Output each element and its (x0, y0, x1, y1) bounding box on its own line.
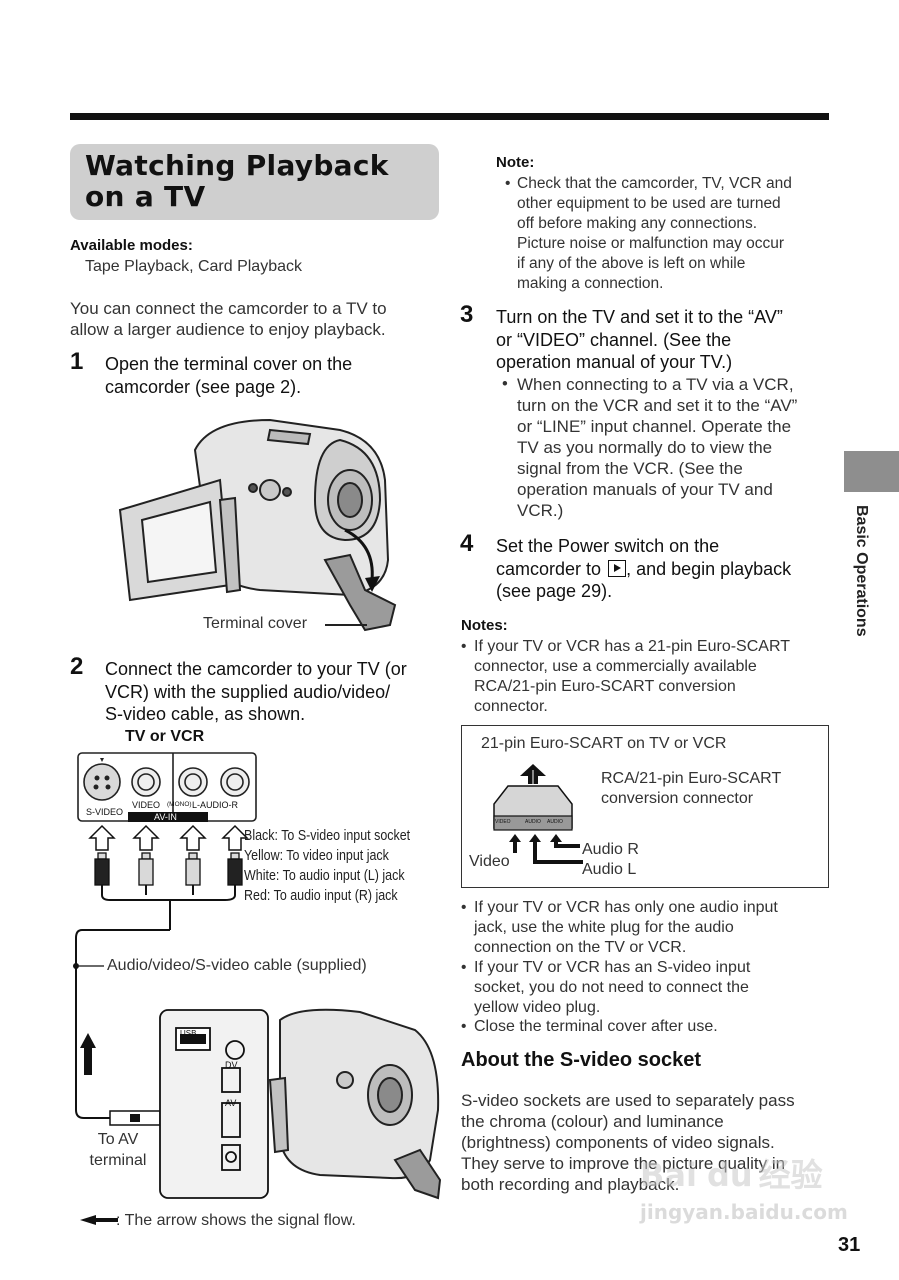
top-rule (70, 113, 829, 120)
page-number: 31 (838, 1234, 861, 1256)
video-label: VIDEO (132, 800, 161, 810)
scart-plate-video: VIDEO (495, 819, 511, 825)
dv-label: DV (225, 1060, 238, 1070)
scart-conv-label: RCA/21-pin Euro-SCART conversion connect… (601, 770, 782, 807)
terminal-cover-caption: Terminal cover (203, 615, 308, 632)
av-in-label: AV-IN (154, 812, 177, 822)
mono-label: (MONO) (167, 801, 192, 808)
step-2-text: Connect the camcorder to your TV (or VCR… (105, 659, 407, 724)
svideo-label: S-VIDEO (86, 807, 124, 817)
about-svideo-text: S-video sockets are used to separately p… (461, 1091, 795, 1194)
scart-title: 21-pin Euro-SCART on TV or VCR (481, 735, 727, 752)
signal-flow-note: : The arrow shows the signal flow. (116, 1212, 356, 1229)
step-3-bullet-dot: • (502, 375, 508, 393)
to-av-terminal-label: To AV terminal (89, 1131, 147, 1169)
note-bullet-dot: • (505, 175, 511, 192)
section-side-label: Basic Operations (853, 505, 870, 637)
step-4-text: Set the Power switch on the camcorder to… (496, 536, 792, 601)
step-2-number: 2 (70, 653, 84, 680)
notes-bullet-1-dot: • (461, 638, 467, 655)
notes-label: Notes: (461, 617, 508, 634)
watermark-url: jingyan.baidu.com (640, 1200, 848, 1224)
signal-flow-arrow-icon (80, 1215, 118, 1225)
section-tab (844, 451, 899, 492)
title-box (70, 144, 439, 220)
scart-video-label: Video (469, 853, 510, 870)
step-3-number: 3 (460, 301, 474, 328)
notes-bullet-3-dot: • (461, 959, 467, 976)
step-1-number: 1 (70, 348, 84, 375)
av-label: AV (225, 1098, 237, 1108)
step-3-bullet: When connecting to a TV via a VCR, turn … (517, 375, 798, 520)
notes-bullet-4-dot: • (461, 1018, 467, 1035)
tv-or-vcr-label: TV or VCR (125, 728, 205, 745)
connection-diagram (73, 752, 442, 1200)
step-1-text: Open the terminal cover on the camcorder… (105, 354, 353, 397)
note-text: Check that the camcorder, TV, VCR and ot… (517, 175, 792, 292)
notes-item-3: If your TV or VCR has an S-video input s… (474, 959, 751, 1016)
scart-plate-audio-r: AUDIO (547, 819, 563, 825)
cable-label: Audio/video/S-video cable (supplied) (107, 957, 367, 974)
available-modes-value: Tape Playback, Card Playback (85, 258, 302, 275)
usb-label: USB (180, 1029, 197, 1038)
step-3-text: Turn on the TV and set it to the “AV” or… (496, 307, 783, 372)
notes-bullet-2-dot: • (461, 899, 467, 916)
notes-item-2: If your TV or VCR has only one audio inp… (474, 899, 778, 956)
scart-audio-l-label: Audio L (582, 861, 637, 878)
notes-item-1: If your TV or VCR has a 21-pin Euro-SCAR… (474, 638, 790, 715)
play-icon (608, 559, 627, 577)
audio-label: L-AUDIO-R (192, 800, 239, 810)
terminal-cover-leader (325, 624, 367, 626)
note-label: Note: (496, 154, 535, 171)
page-title: Watching Playback on a TV (85, 149, 389, 213)
step-4-number: 4 (460, 530, 474, 557)
about-svideo-heading: About the S-video socket (461, 1049, 702, 1071)
plug-descriptions: Black: To S-video input socket Yellow: T… (244, 828, 411, 904)
scart-audio-r-label: Audio R (582, 841, 639, 858)
scart-plate-audio-l: AUDIO (525, 819, 541, 825)
notes-item-4: Close the terminal cover after use. (474, 1018, 718, 1035)
scart-diagram-box (461, 725, 829, 888)
scart-connector-illustration (493, 764, 583, 864)
intro-text: You can connect the camcorder to a TV to… (70, 299, 387, 339)
camcorder-open-illustration (118, 418, 397, 632)
available-modes-label: Available modes: (70, 237, 193, 254)
